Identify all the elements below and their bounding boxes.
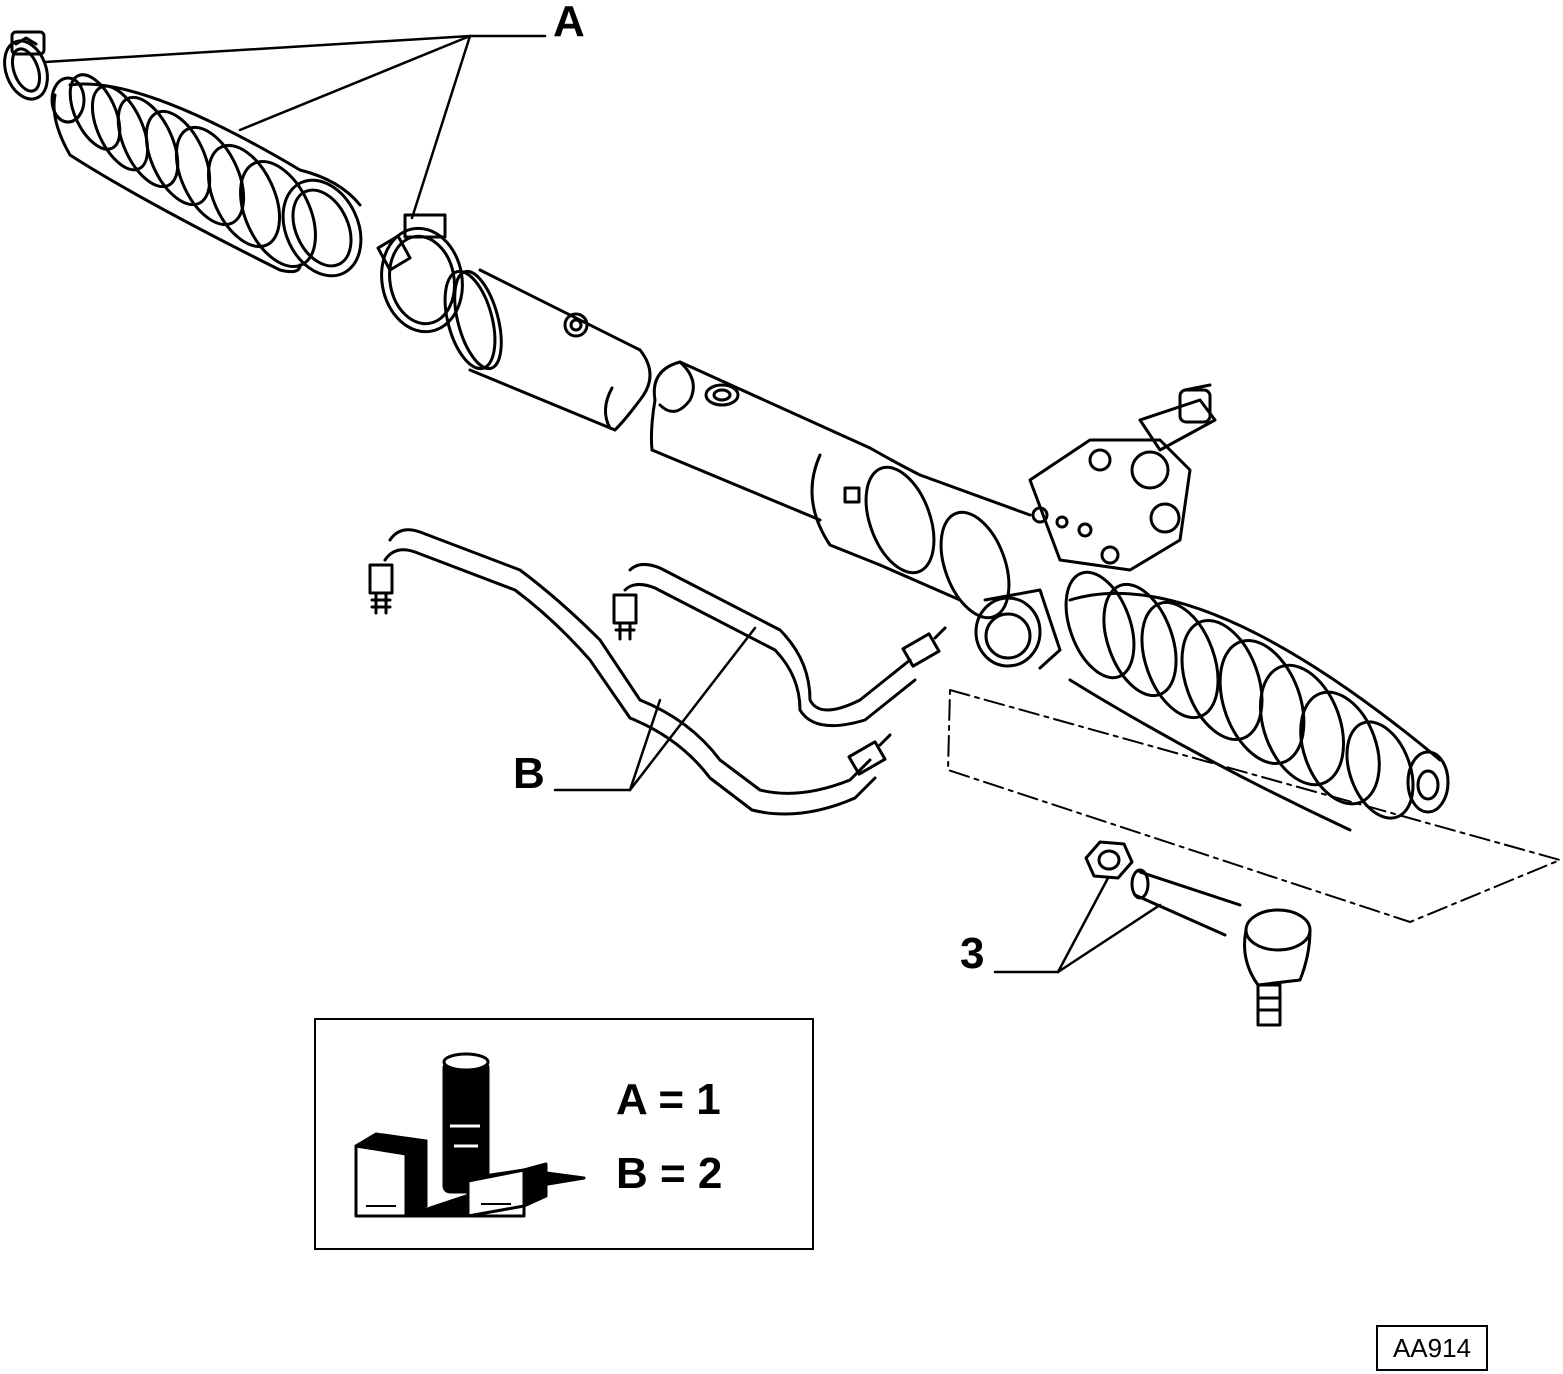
lubricant-products-icon <box>354 1052 586 1218</box>
kit-quantity-b: B = 2 <box>616 1149 723 1198</box>
right-bellows-boot-icon <box>1064 570 1450 832</box>
pipe-fitting-4 <box>847 733 892 776</box>
leader-lines <box>43 34 1162 974</box>
tie-rod-end-icon <box>1130 868 1312 1027</box>
small-clip-icon <box>3 30 49 101</box>
dashed-bracket <box>947 689 1561 923</box>
valve-body-icon <box>1028 383 1217 572</box>
reference-code: AA914 <box>1376 1325 1488 1371</box>
hydraulic-pipes-icon <box>368 528 947 816</box>
pipe-fitting-2 <box>612 593 638 641</box>
callout-a-label: A <box>553 0 585 46</box>
clamp-ring-icon <box>443 269 497 371</box>
callout-b-label: B <box>513 749 545 798</box>
rack-housing-icon <box>649 360 1032 620</box>
pipe-fitting-3 <box>901 626 947 668</box>
callout-3-label: 3 <box>960 929 985 978</box>
pipe-fitting-1 <box>368 563 394 615</box>
inner-joint-icon <box>974 588 1062 670</box>
lubricant-kit-box: A = 1 B = 2 <box>314 1018 814 1250</box>
nut-icon <box>1084 840 1134 880</box>
tube-sleeve-icon <box>453 268 652 432</box>
left-bellows-boot-icon <box>50 73 363 278</box>
large-clamp-icon <box>376 213 464 334</box>
kit-quantity-a: A = 1 <box>616 1075 721 1124</box>
